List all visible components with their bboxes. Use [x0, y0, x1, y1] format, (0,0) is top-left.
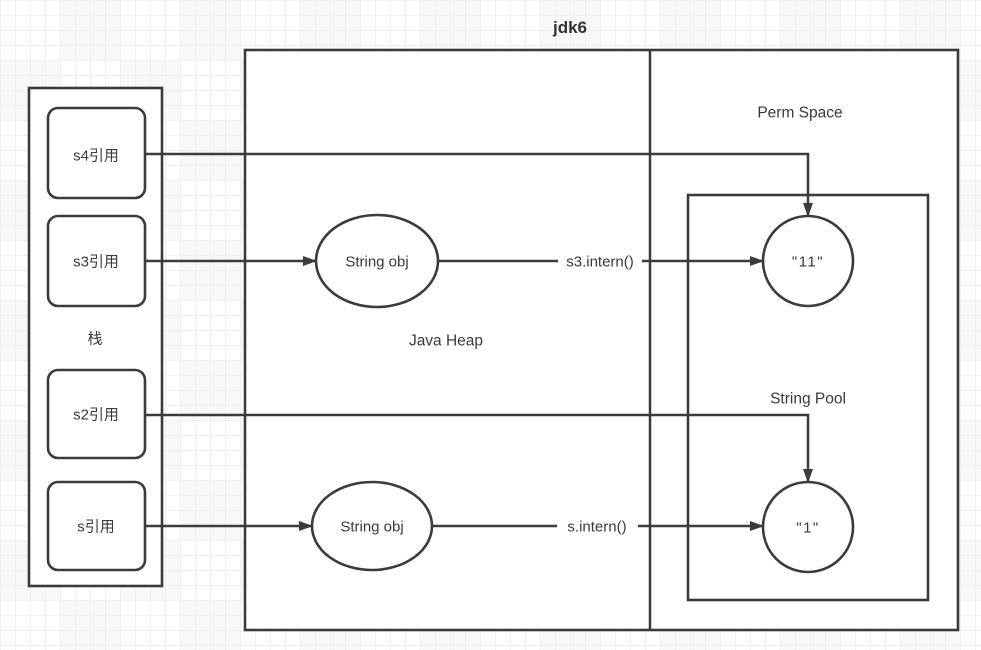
stack-item-s-label: s引用	[77, 518, 115, 535]
stack-item-s2-label: s2引用	[73, 406, 119, 423]
s-intern-label-mask	[557, 517, 638, 535]
string-pool-label: String Pool	[770, 390, 846, 407]
perm-space-label: Perm Space	[757, 104, 842, 121]
stack-item-s3-label: s3引用	[73, 253, 119, 270]
java-heap-label: Java Heap	[409, 332, 483, 349]
s3-intern-label-mask	[558, 252, 642, 270]
diagram-title: jdk6	[552, 18, 587, 37]
string-obj-top-label: String obj	[345, 253, 408, 270]
stack-item-s4-label: s4引用	[73, 147, 119, 164]
arrow-s4-to-pool-11	[145, 152, 813, 217]
s3-intern-edge-label: s3.intern()	[566, 253, 634, 270]
s-intern-edge-label: s.intern()	[567, 518, 626, 535]
pool-entry-1-label: "1"	[796, 519, 820, 536]
string-obj-bottom-label: String obj	[340, 518, 403, 535]
pool-entry-11-label: "11"	[792, 253, 824, 270]
stack-label: 栈	[87, 330, 102, 347]
arrow-s2-to-pool-1	[145, 413, 813, 483]
